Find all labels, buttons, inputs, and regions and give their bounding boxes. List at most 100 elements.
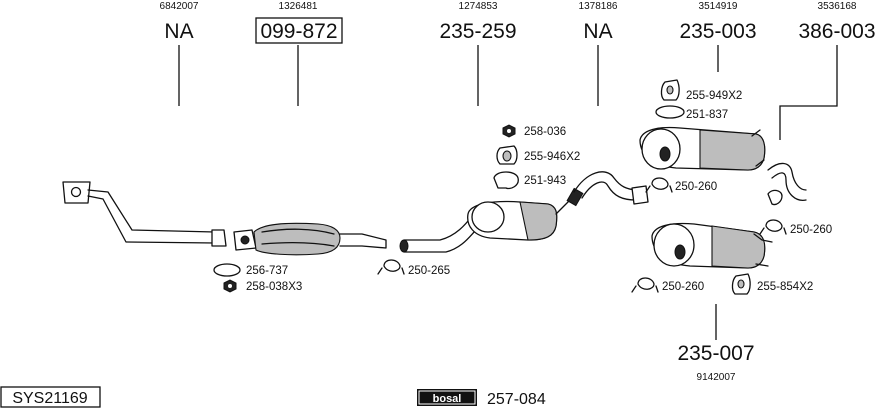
- bosal-logo-frame: [418, 390, 476, 405]
- rear-silencer-lower-part[interactable]: [651, 222, 773, 269]
- pipe-outlet-flange: [631, 185, 649, 205]
- pipe-lower-edge: [581, 181, 637, 201]
- part-255-949x2[interactable]: 255-949X2: [660, 79, 742, 102]
- silencer-shade: [699, 129, 766, 171]
- pipe-upper-edge: [573, 171, 641, 193]
- callout-ref-text: 6842007: [160, 1, 199, 12]
- pipe-end-flange: [211, 229, 227, 247]
- callout-code-text: 235-007: [677, 342, 754, 365]
- callout-ref-text: 3514919: [699, 1, 738, 12]
- system-code: SYS21169: [0, 386, 101, 408]
- intermediate-pipe-part[interactable]: [566, 171, 649, 207]
- silencer-end-cap: [471, 201, 505, 233]
- callout-rear-silencer-alt[interactable]: 235-007 9142007: [677, 304, 755, 383]
- part-255-854x2[interactable]: 255-854X2: [731, 273, 813, 295]
- flange-hole: [70, 186, 82, 198]
- catalyst-part[interactable]: [233, 222, 387, 256]
- part-label: 250-260: [662, 281, 704, 293]
- pipe-lower-edge: [87, 195, 216, 244]
- callout-catalyst[interactable]: 1326481 099-872: [255, 1, 343, 106]
- part-250-265[interactable]: 250-265: [377, 259, 450, 277]
- rubber-mount-hole: [666, 85, 674, 95]
- rubber-mount-hole: [502, 150, 512, 162]
- part-label: 255-854X2: [757, 281, 813, 293]
- part-label: 250-265: [408, 265, 450, 277]
- catalyst-ridge: [261, 242, 335, 247]
- part-258-036[interactable]: 258-036: [502, 124, 566, 138]
- bosal-logo: [417, 389, 477, 406]
- catalyst-ridge: [261, 228, 335, 235]
- tail-pipe-lower: [771, 172, 807, 201]
- tail-pipe-tip: [767, 189, 783, 206]
- pipe-clamp-end: [566, 187, 584, 207]
- part-255-946x2[interactable]: 255-946X2: [496, 145, 580, 165]
- leader-line: [779, 45, 838, 140]
- rubber-mount-hole: [737, 279, 745, 289]
- clamp-icon: [377, 259, 405, 275]
- silencer-pipe-lower: [403, 229, 477, 253]
- front-pipe-part[interactable]: [62, 181, 227, 247]
- callout-tail-pipe[interactable]: 3536168 386-003: [779, 1, 876, 140]
- part-251-837[interactable]: 251-837: [655, 105, 728, 121]
- tail-pipe-upper: [767, 162, 807, 191]
- callout-code-text: 235-259: [439, 20, 516, 43]
- part-label: 258-038X3: [246, 281, 302, 293]
- flange-shape: [62, 181, 91, 204]
- callout-code-text: 099-872: [260, 20, 337, 43]
- callout-code-text: NA: [583, 20, 612, 43]
- silencer-end-cap: [653, 223, 695, 267]
- part-label: 250-260: [790, 224, 832, 236]
- clamp-icon: [645, 177, 673, 193]
- part-250-260-a[interactable]: 250-260: [645, 177, 717, 193]
- part-256-737[interactable]: 256-737: [213, 263, 288, 277]
- rear-silencer-upper-part[interactable]: [639, 126, 766, 171]
- center-silencer-part[interactable]: [399, 195, 577, 253]
- pipe-upper-edge: [87, 189, 216, 233]
- silencer-inlet: [659, 146, 671, 162]
- silencer-outlet-pipe: [753, 233, 773, 267]
- callout-front-pipe[interactable]: 6842007 NA: [160, 1, 199, 106]
- callout-ref-text: 1274853: [459, 1, 498, 12]
- catalyst-inlet-hole: [240, 235, 250, 245]
- callout-ref-text: 9142007: [697, 372, 736, 383]
- part-label: 251-943: [524, 175, 566, 187]
- part-258-038x3[interactable]: 258-038X3: [223, 279, 302, 293]
- part-250-260-c[interactable]: 250-260: [631, 277, 704, 293]
- part-label: 256-737: [246, 265, 288, 277]
- callout-code-text: 386-003: [798, 20, 875, 43]
- silencer-shade: [519, 201, 558, 241]
- callout-center-silencer[interactable]: 1274853 235-259: [439, 1, 517, 106]
- gasket-icon: [655, 105, 685, 119]
- part-label: 255-949X2: [686, 90, 742, 102]
- catalyst-outlet-pipe: [339, 233, 387, 249]
- part-250-260-b[interactable]: 250-260: [759, 219, 832, 236]
- system-code-box: [0, 386, 101, 408]
- callout-code-text: NA: [164, 20, 193, 43]
- part-label: 255-946X2: [524, 151, 580, 163]
- silencer-inlet: [674, 244, 686, 260]
- silencer-pipe-upper: [403, 215, 473, 241]
- callout-rear-silencer[interactable]: 3514919 235-003: [679, 1, 757, 72]
- tail-pipe-part[interactable]: [767, 162, 807, 206]
- callout-ref-text: 1326481: [279, 1, 318, 12]
- catalyst-body: [253, 222, 341, 256]
- part-label: 250-260: [675, 181, 717, 193]
- part-label: 251-837: [686, 109, 728, 121]
- gasket-icon: [213, 263, 241, 277]
- pipe-inlet-end: [399, 239, 409, 253]
- callout-code-text: 235-003: [679, 20, 756, 43]
- brand-block: bosal 257-084: [417, 389, 546, 408]
- part-251-943[interactable]: 251-943: [493, 171, 566, 190]
- brand-code-text: 257-084: [487, 391, 546, 408]
- callout-box: [255, 17, 343, 44]
- part-label: 258-036: [524, 126, 566, 138]
- nut-hole: [228, 284, 232, 288]
- silencer-shade: [711, 225, 766, 269]
- clamp-icon: [493, 171, 519, 190]
- system-code-text: SYS21169: [12, 390, 87, 407]
- clamp-icon: [759, 219, 787, 235]
- callout-intermediate-pipe[interactable]: 1378186 NA: [579, 1, 618, 106]
- clamp-icon: [631, 277, 659, 293]
- callout-ref-text: 3536168: [818, 1, 857, 12]
